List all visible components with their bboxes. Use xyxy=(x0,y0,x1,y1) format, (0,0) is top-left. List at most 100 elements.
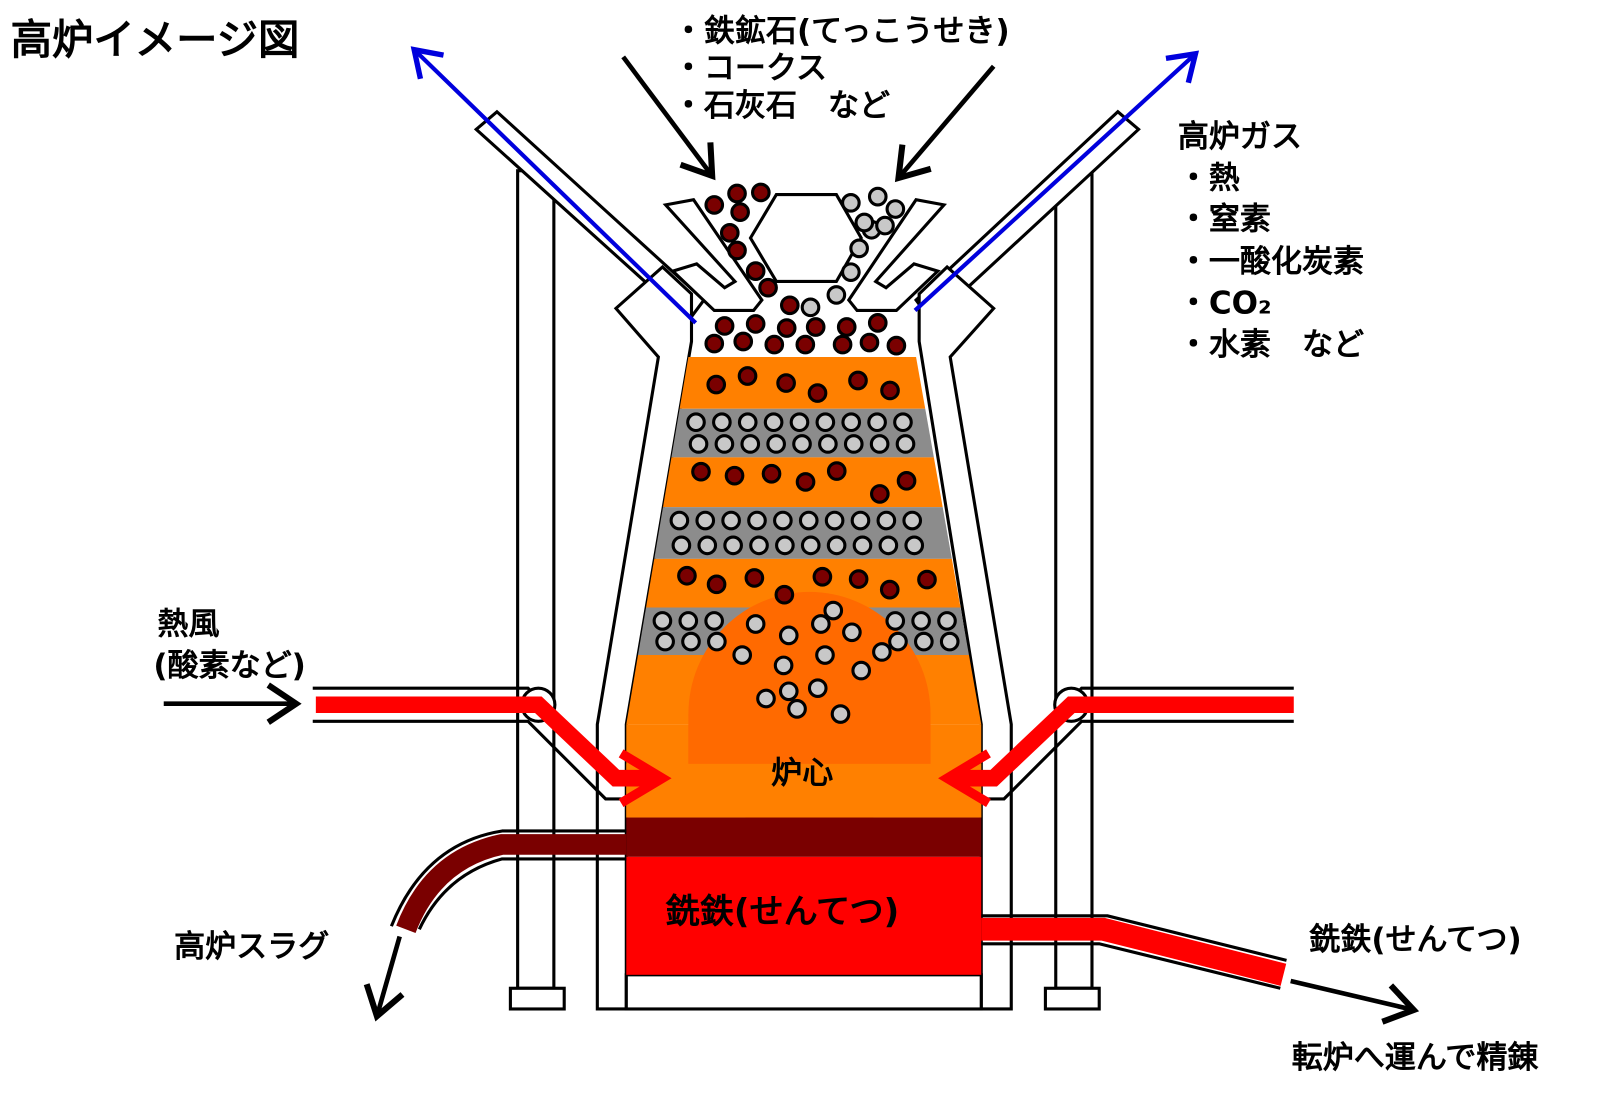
coke-particle xyxy=(800,297,821,318)
coke-particle xyxy=(885,199,906,219)
coke-particle xyxy=(792,434,812,454)
iron-ore-particle xyxy=(805,317,826,337)
coke-particle xyxy=(815,412,836,433)
iron-ore-particle xyxy=(795,472,816,492)
iron-ore-particle xyxy=(812,566,833,587)
slag-arrow-icon xyxy=(363,935,405,1022)
burden-particles xyxy=(652,182,960,724)
iron-ore-particle xyxy=(691,461,711,482)
coke-particle xyxy=(830,704,851,724)
iron-ore-particle xyxy=(807,383,828,403)
coke-particle xyxy=(800,535,821,556)
coke-particle xyxy=(681,631,701,652)
svg-text:・石灰石 など: ・石灰石 など xyxy=(673,88,890,124)
coke-particle xyxy=(878,535,899,556)
iron-ore-particle xyxy=(776,318,797,338)
iron-ore-particle xyxy=(879,579,900,600)
coke-particle xyxy=(885,611,906,631)
iron-ore-particle xyxy=(826,461,847,481)
coke-particle xyxy=(775,535,795,556)
furnace-shell xyxy=(595,264,1013,1011)
iron-ore-particle xyxy=(745,261,766,281)
coke-particle xyxy=(904,535,925,556)
coke-particle xyxy=(850,510,871,531)
svg-text:・一酸化炭素: ・一酸化炭素 xyxy=(1178,244,1364,280)
iron-ore-particle xyxy=(704,195,725,215)
blast-furnace-gas-label: 高炉ガス ・熱 ・窒素 ・一酸化炭素 ・CO₂ ・水素 など xyxy=(1178,119,1364,363)
coke-particle xyxy=(875,215,895,236)
coke-particle xyxy=(669,510,690,531)
iron-ore-particle xyxy=(880,380,900,401)
coke-particle xyxy=(773,655,794,676)
feed-arrow-left-icon xyxy=(621,55,716,181)
svg-text:・水素 など: ・水素 など xyxy=(1178,327,1364,363)
feed-arrow-right-icon xyxy=(894,64,996,183)
iron-ore-particle xyxy=(737,366,758,386)
iron-ore-particle xyxy=(774,584,795,605)
gas-arrow-left-icon xyxy=(410,46,698,325)
iron-ore-particle xyxy=(727,183,747,204)
svg-text:高炉ガス: 高炉ガス xyxy=(1178,119,1302,155)
iron-ore-particle xyxy=(758,277,778,298)
iron-ore-particle xyxy=(859,332,880,353)
top-hopper xyxy=(662,192,947,313)
coke-particle xyxy=(872,642,892,662)
coke-particle xyxy=(695,510,716,531)
coke-particle xyxy=(745,614,766,634)
iron-ore-particle xyxy=(706,374,727,395)
coke-particle xyxy=(876,510,897,531)
iron-ore-particle xyxy=(706,574,727,595)
svg-text:・熱: ・熱 xyxy=(1178,160,1240,196)
pig-iron-pool xyxy=(626,856,982,975)
iron-ore-particle xyxy=(745,314,766,334)
coke-particle xyxy=(826,285,847,305)
coke-particle xyxy=(867,412,887,433)
slag-layer xyxy=(626,817,982,857)
svg-text:(酸素など): (酸素など) xyxy=(153,648,306,684)
iron-ore-particle xyxy=(848,370,868,391)
feed-materials-label: ・鉄鉱石(てっこうせき) ・コークス ・石灰石 など xyxy=(673,13,1010,124)
coke-particle xyxy=(678,611,699,631)
coke-particle xyxy=(911,611,931,631)
coke-particle xyxy=(671,535,692,556)
svg-text:・鉄鉱石(てっこうせき): ・鉄鉱石(てっこうせき) xyxy=(673,13,1010,49)
coke-particle xyxy=(714,434,735,454)
coke-particle xyxy=(851,660,872,681)
iron-ore-particle xyxy=(730,202,750,222)
coke-particle xyxy=(787,699,807,719)
coke-particle xyxy=(756,688,776,709)
svg-text:・CO₂: ・CO₂ xyxy=(1178,286,1272,322)
coke-particle xyxy=(914,631,934,652)
coke-particle xyxy=(818,434,838,454)
coke-particle xyxy=(778,625,799,646)
iron-ore-particle xyxy=(750,182,771,203)
iron-ore-particle xyxy=(724,465,745,486)
coke-particle xyxy=(811,614,831,634)
coke-particle xyxy=(652,611,673,631)
coke-particle xyxy=(773,510,793,531)
coke-particle xyxy=(697,535,718,556)
iron-ore-particle xyxy=(714,316,735,336)
iron-ore-particle xyxy=(848,569,869,589)
coke-particle xyxy=(732,645,753,665)
iron-ore-particle xyxy=(733,331,754,352)
coke-particle xyxy=(749,535,769,556)
iron-ore-particle xyxy=(779,295,800,316)
iron-ore-particle xyxy=(886,335,907,356)
coke-particle xyxy=(893,412,913,433)
coke-particle xyxy=(747,510,767,531)
coke-particle xyxy=(823,600,844,621)
iron-ore-particle xyxy=(776,373,796,393)
hot-air-arrow-right-icon xyxy=(938,749,991,808)
coke-particle xyxy=(655,631,675,652)
coke-particle xyxy=(712,412,732,433)
coke-particle xyxy=(707,631,727,652)
coke-particle xyxy=(895,434,916,454)
iron-ore-particle xyxy=(867,313,888,333)
iron-tap-pipe xyxy=(981,914,1287,990)
coke-particle xyxy=(766,434,786,454)
iron-ore-particle xyxy=(870,484,890,504)
iron-ore-particle xyxy=(795,334,816,355)
core-label: 炉心 xyxy=(771,755,833,791)
slag-pipe xyxy=(389,829,627,934)
